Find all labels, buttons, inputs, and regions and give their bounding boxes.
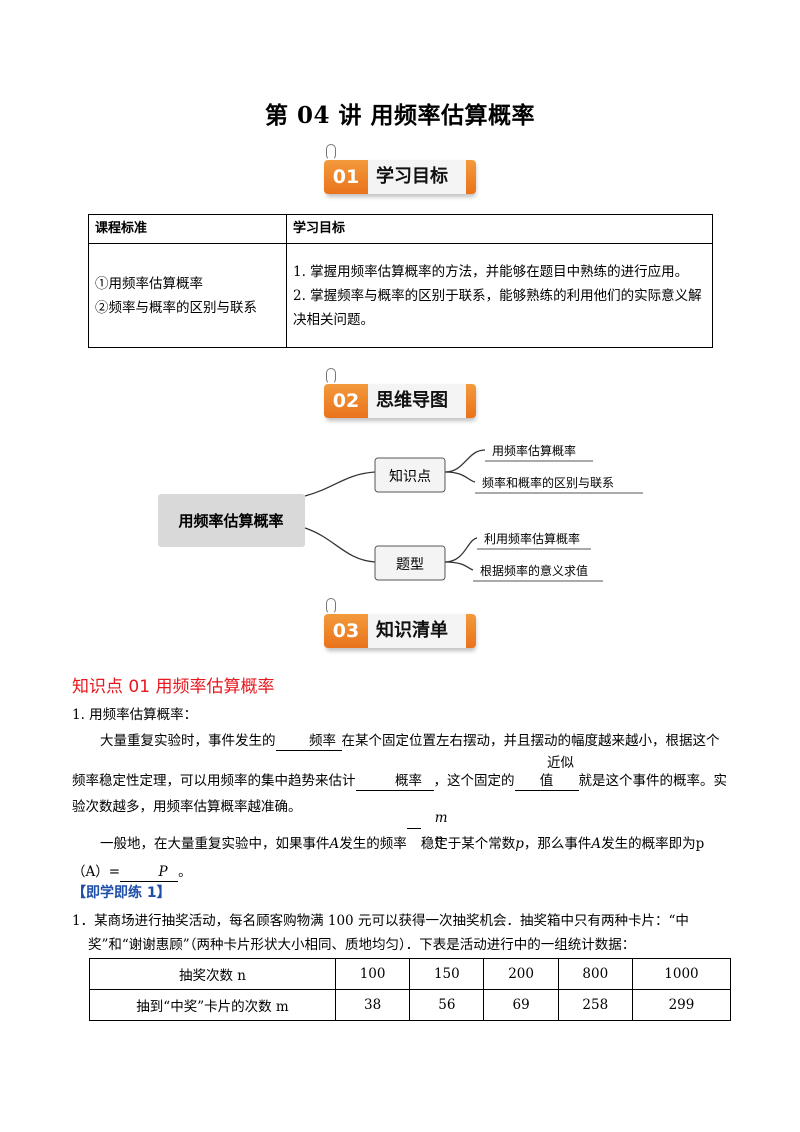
section-number: 01 bbox=[324, 160, 368, 194]
table-cell: 100 bbox=[334, 958, 411, 990]
row-label: 抽奖次数 n bbox=[89, 958, 336, 990]
mindmap-branch: 知识点 bbox=[389, 468, 431, 485]
blank-answer: 概率 bbox=[355, 772, 434, 791]
table-cell: 200 bbox=[483, 958, 559, 990]
goals-header-standard: 课程标准 bbox=[88, 214, 287, 244]
mindmap-leaf: 用频率估算概率 bbox=[492, 443, 576, 458]
question-text: 奖”和“谢谢惠顾”（两种卡片形状大小相同、质地均匀）．下表是活动进行中的一组统计… bbox=[88, 937, 636, 953]
mindmap-branch-box bbox=[374, 545, 446, 581]
table-row: 抽到“中奖”卡片的次数 m 38 56 69 258 299 bbox=[89, 989, 732, 1021]
blank-answer: 频率 bbox=[275, 732, 342, 751]
section-label: 知识清单 bbox=[376, 620, 448, 641]
mindmap-branch: 题型 bbox=[396, 557, 424, 573]
objective-item: 1. 掌握用频率估算概率的方法，并能够在题目中熟练的进行应用。 bbox=[293, 263, 689, 280]
section-banner-goals: 01 学习目标 bbox=[322, 144, 478, 196]
table-cell: 299 bbox=[631, 989, 732, 1021]
question-text: 1．某商场进行抽奖活动，每名顾客购物满 100 元可以获得一次抽奖机会．抽奖箱中… bbox=[72, 913, 689, 929]
table-row: 抽奖次数 n 100 150 200 800 1000 bbox=[89, 958, 732, 990]
knowledge-item-title: 1. 用频率估算概率： bbox=[72, 707, 198, 723]
objective-item: 2. 掌握频率与概率的区别于联系，能够熟练的利用他们的实际意义解决相关问题。 bbox=[293, 287, 702, 328]
mind-map: 用频率估算概率 知识点 题型 用频率估算概率 频率和概率的区别与联系 利用频率估… bbox=[158, 443, 643, 582]
mindmap-leaf: 频率和概率的区别与联系 bbox=[482, 475, 614, 490]
mindmap-branch-box bbox=[374, 457, 446, 493]
mindmap-root: 用频率估算概率 bbox=[178, 512, 283, 530]
goals-header-objective: 学习目标 bbox=[286, 214, 713, 244]
section-number: 02 bbox=[324, 384, 368, 418]
table-cell: 1000 bbox=[631, 958, 732, 990]
row-label: 抽到“中奖”卡片的次数 m bbox=[89, 989, 336, 1021]
blank-answer: P bbox=[120, 863, 179, 882]
goals-table: 课程标准 学习目标 ①用频率估算概率 ②频率与概率的区别与联系 1. 掌握用频率… bbox=[88, 214, 713, 348]
standard-item: ②频率与概率的区别与联系 bbox=[95, 299, 257, 316]
knowledge-heading: 知识点 01 用频率估算概率 bbox=[72, 677, 275, 697]
mindmap-leaf: 根据频率的意义求值 bbox=[480, 563, 588, 578]
section-number: 03 bbox=[324, 614, 368, 648]
stats-table: 抽奖次数 n 100 150 200 800 1000 抽到“中奖”卡片的次数 … bbox=[89, 958, 732, 1021]
knowledge-paragraph: 大量重复实验时，事件发生的频率在某个固定位置左右摆动，并且摆动的幅度越来越小，根… bbox=[72, 732, 727, 815]
pin-icon bbox=[326, 144, 336, 160]
pin-icon bbox=[326, 598, 336, 614]
table-cell: 69 bbox=[483, 989, 559, 1021]
mindmap-leaf: 利用频率估算概率 bbox=[484, 531, 580, 546]
practice-label: 【即学即练 1】 bbox=[72, 885, 171, 901]
standard-item: ①用频率估算概率 bbox=[95, 275, 203, 292]
blank-answer: 近似值 bbox=[514, 754, 579, 791]
table-cell: 150 bbox=[409, 958, 485, 990]
page-title: 第 04 讲 用频率估算概率 bbox=[264, 102, 536, 129]
mindmap-root-box bbox=[158, 494, 305, 547]
section-banner-knowledge: 03 知识清单 bbox=[322, 598, 478, 650]
pin-icon bbox=[326, 368, 336, 384]
table-cell: 800 bbox=[557, 958, 633, 990]
table-cell: 56 bbox=[409, 989, 485, 1021]
section-banner-mindmap: 02 思维导图 bbox=[322, 368, 478, 420]
section-label: 学习目标 bbox=[376, 166, 448, 187]
section-label: 思维导图 bbox=[376, 390, 448, 411]
table-cell: 258 bbox=[557, 989, 633, 1021]
table-cell: 38 bbox=[334, 989, 411, 1021]
